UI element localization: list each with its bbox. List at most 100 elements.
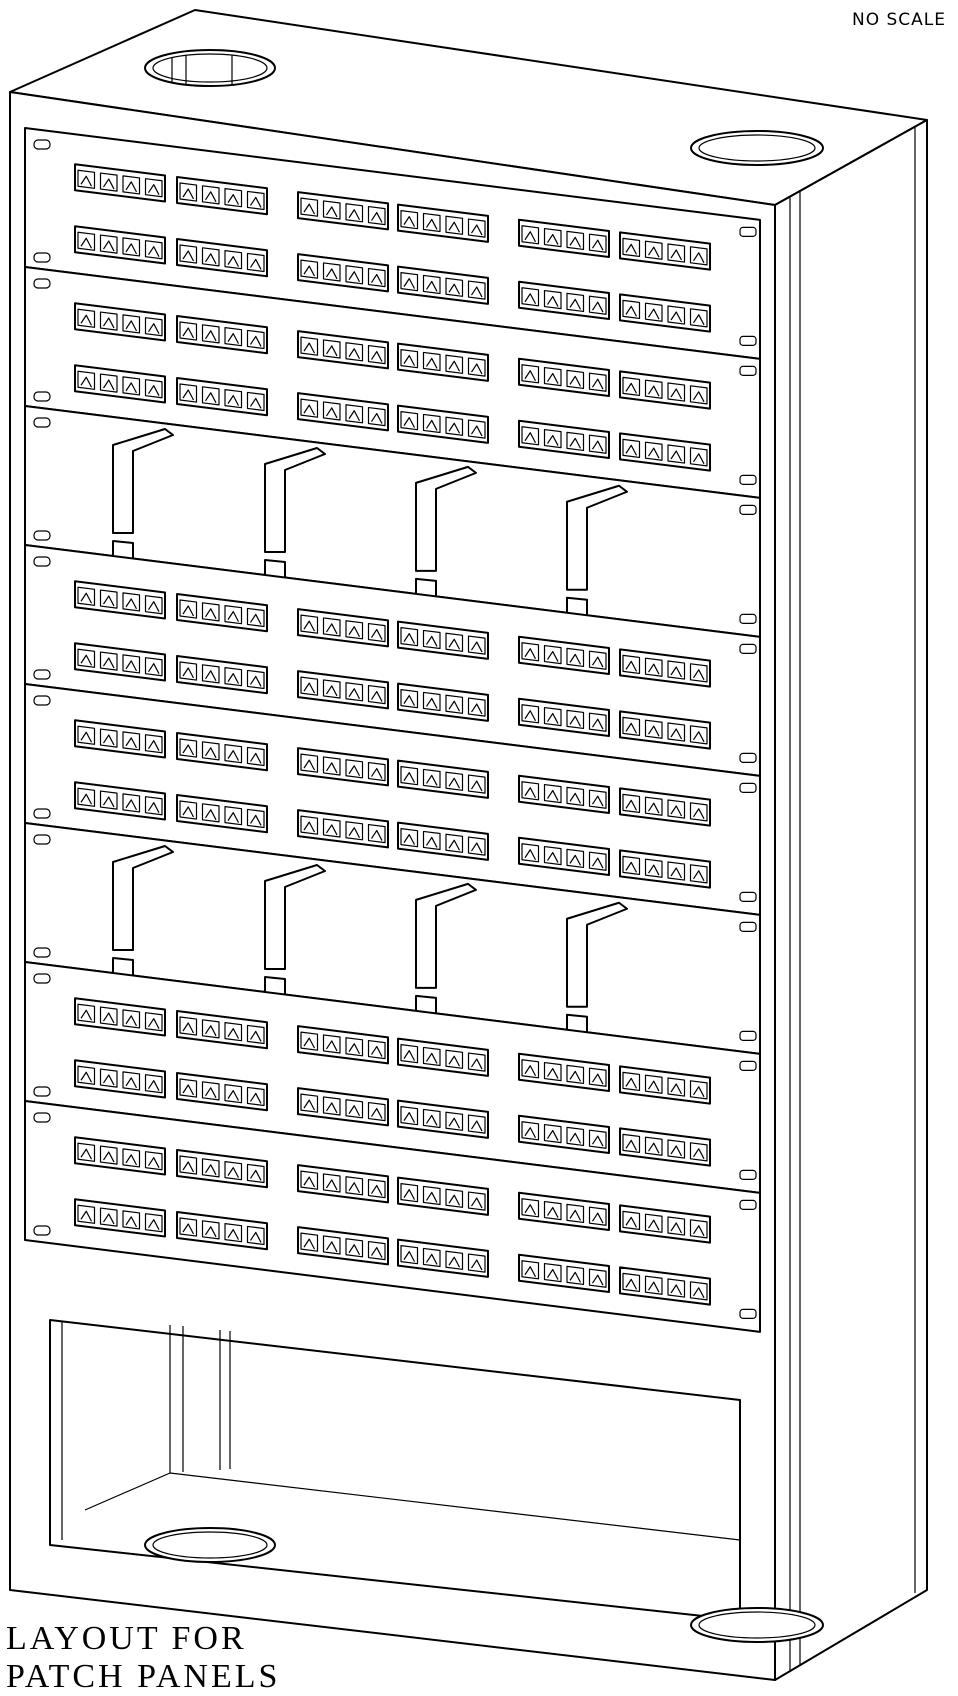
rj45-port — [646, 797, 663, 815]
rj45-latch — [525, 1128, 536, 1138]
rj45-latch — [206, 810, 217, 820]
rj45-port — [545, 430, 562, 448]
rj45-port — [590, 1130, 607, 1148]
rj45-port — [623, 300, 640, 318]
patch-panel — [25, 1101, 760, 1332]
rj45-latch — [548, 1069, 559, 1079]
rj45-port — [146, 797, 163, 815]
rj45-latch — [372, 1109, 383, 1119]
port-group-frame — [398, 205, 488, 242]
port-group-frame — [75, 1060, 165, 1097]
rj45-port — [691, 664, 708, 682]
port-group-frame — [519, 637, 609, 674]
rj45-port — [369, 763, 386, 781]
rj45-port — [324, 1035, 341, 1053]
rj45-port — [346, 1177, 363, 1195]
rj45-latch — [449, 639, 460, 649]
port-group — [298, 671, 388, 708]
rj45-latch — [349, 1044, 360, 1054]
port-group — [298, 1026, 388, 1063]
d-ring-upper — [113, 846, 173, 950]
rj45-latch — [548, 297, 559, 307]
rj45-port — [522, 1199, 539, 1217]
mounting-slot — [740, 227, 756, 236]
rj45-port — [623, 439, 640, 457]
rj45-latch — [548, 714, 559, 724]
port-group-frame — [519, 838, 609, 875]
rj45-port — [424, 1248, 441, 1266]
rj45-latch — [81, 377, 92, 387]
rj45-port — [691, 247, 708, 265]
rj45-port — [123, 1072, 140, 1090]
port-group — [177, 795, 267, 832]
rj45-port — [424, 1047, 441, 1065]
rj45-port — [346, 204, 363, 222]
port-group-frame — [177, 177, 267, 214]
rj45-latch — [649, 664, 660, 674]
port-group-frame — [398, 823, 488, 860]
rj45-latch — [525, 294, 536, 304]
port-group-frame — [75, 643, 165, 680]
port-group — [519, 421, 609, 458]
rj45-latch — [404, 696, 415, 706]
rj45-latch — [81, 1149, 92, 1159]
rj45-latch — [126, 661, 137, 671]
port-group — [75, 1137, 165, 1174]
rj45-latch — [349, 689, 360, 699]
rj45-latch — [349, 349, 360, 359]
port-group — [75, 164, 165, 201]
rj45-latch — [104, 1013, 115, 1023]
rj45-latch — [671, 1285, 682, 1295]
port-group — [519, 282, 609, 319]
port-group — [75, 1060, 165, 1097]
rj45-port — [590, 1207, 607, 1225]
rj45-port — [646, 1137, 663, 1155]
cable-hole-top-right — [691, 131, 823, 165]
rj45-port — [522, 365, 539, 383]
port-group-frame — [75, 782, 165, 819]
mounting-slot — [740, 1309, 756, 1318]
rj45-latch — [126, 1016, 137, 1026]
rj45-latch — [626, 1279, 637, 1289]
rj45-port — [324, 680, 341, 698]
rj45-port — [123, 315, 140, 333]
rj45-port — [203, 1020, 220, 1038]
rj45-port — [646, 859, 663, 877]
rj45-latch — [570, 793, 581, 803]
rj45-latch — [327, 825, 338, 835]
rj45-port — [301, 198, 318, 216]
rj45-port — [123, 1149, 140, 1167]
port-group-frame — [75, 581, 165, 618]
rj45-port — [301, 1171, 318, 1189]
rj45-port — [545, 368, 562, 386]
rj45-port — [146, 1152, 163, 1170]
rj45-latch — [206, 609, 217, 619]
rj45-port — [346, 405, 363, 423]
rj45-latch — [404, 1252, 415, 1262]
port-group — [177, 1011, 267, 1048]
rj45-latch — [372, 1248, 383, 1258]
mounting-slot — [34, 392, 50, 401]
rj45-port — [346, 266, 363, 284]
rj45-latch — [126, 599, 137, 609]
rj45-port — [401, 1045, 418, 1063]
rj45-port — [369, 269, 386, 287]
port-group-frame — [177, 795, 267, 832]
rj45-latch — [694, 1087, 705, 1097]
rj45-port — [101, 1069, 118, 1087]
rj45-latch — [548, 791, 559, 801]
rj45-latch — [349, 766, 360, 776]
rj45-latch — [251, 815, 262, 825]
rj45-latch — [427, 837, 438, 847]
port-group — [298, 1227, 388, 1264]
mounting-slot — [34, 809, 50, 818]
port-group-frame — [519, 776, 609, 813]
rj45-port — [446, 216, 463, 234]
rj45-latch — [149, 803, 160, 813]
rj45-port — [567, 710, 584, 728]
rj45-latch — [525, 711, 536, 721]
rj45-port — [146, 318, 163, 336]
rj45-latch — [449, 1056, 460, 1066]
port-group-frame — [398, 1240, 488, 1277]
port-group — [75, 581, 165, 618]
